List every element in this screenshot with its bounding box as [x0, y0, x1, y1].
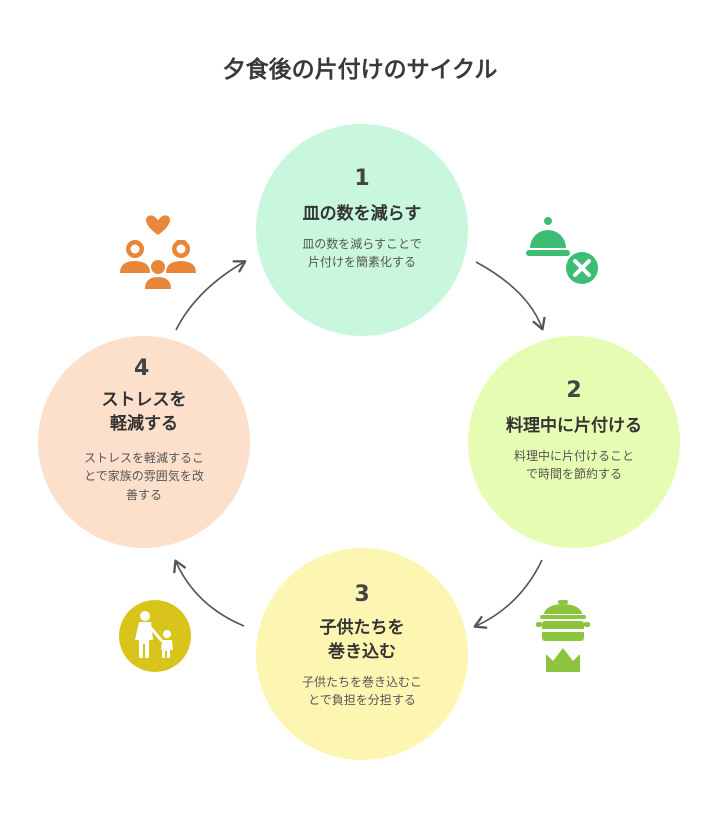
- step-3-heading-line-2: 巻き込む: [328, 641, 396, 662]
- step-1-heading: 皿の数を減らす: [302, 204, 422, 224]
- step-2-number: 2: [566, 378, 582, 403]
- step-3-number: 3: [354, 582, 370, 607]
- step-2-desc-line-1: 料理中に片付けること: [513, 448, 634, 463]
- arrow-1-to-2: [475, 261, 546, 331]
- step-4-description: ストレスを軽減するこ とで家族の雰囲気を改 善する: [64, 449, 224, 505]
- step-3-desc-line-2: とで負担を分担する: [308, 693, 416, 708]
- step-3-heading-line-1: 子供たちを: [319, 618, 405, 638]
- step-4-desc-line-1: ストレスを軽減するこ: [83, 450, 204, 465]
- step-4-reduce-stress: 4 ストレスを 軽減する ストレスを軽減するこ とで家族の雰囲気を改 善する: [38, 336, 250, 548]
- step-4-heading: ストレスを 軽減する: [64, 389, 224, 437]
- step-3-description: 子供たちを巻き込むこ とで負担を分担する: [282, 673, 442, 710]
- step-1-reduce-dishes: 1 皿の数を減らす 皿の数を減らすことで 片付けを簡素化する: [256, 124, 468, 336]
- step-2-desc-line-2: で時間を節約する: [525, 467, 622, 482]
- diagram-title: 夕食後の片付けのサイクル: [222, 57, 498, 83]
- step-3-heading: 子供たちを 巻き込む: [282, 617, 442, 665]
- step-4-desc-line-2: とで家族の雰囲気を改: [84, 469, 204, 484]
- dish-cloche-icon: [526, 217, 598, 284]
- cooking-pot-icon: [536, 600, 590, 672]
- step-1-number: 1: [354, 166, 370, 191]
- step-4-desc-line-3: 善する: [125, 487, 162, 502]
- step-2-description: 料理中に片付けること で時間を節約する: [494, 447, 654, 484]
- step-3-involve-kids: 3 子供たちを 巻き込む 子供たちを巻き込むこ とで負担を分担する: [256, 548, 468, 760]
- step-2-heading: 料理中に片付ける: [506, 416, 642, 436]
- step-4-heading-line-2: 軽減する: [110, 413, 178, 434]
- parent-child-icon: [119, 600, 191, 672]
- step-1-desc-line-2: 片付けを簡素化する: [307, 255, 416, 270]
- arrow-3-to-4: [173, 559, 245, 627]
- step-3-desc-line-1: 子供たちを巻き込むこ: [301, 674, 422, 689]
- step-4-heading-line-1: ストレスを: [101, 390, 187, 410]
- arrow-2-to-3: [473, 559, 543, 629]
- family-heart-icon: [120, 215, 196, 289]
- step-1-description: 皿の数を減らすことで 片付けを簡素化する: [282, 235, 442, 272]
- step-2-clean-while-cooking: 2 料理中に片付ける 料理中に片付けること で時間を節約する: [468, 336, 680, 548]
- step-1-desc-line-1: 皿の数を減らすことで: [302, 236, 422, 251]
- arrow-4-to-1: [175, 260, 247, 331]
- step-4-number: 4: [134, 356, 150, 381]
